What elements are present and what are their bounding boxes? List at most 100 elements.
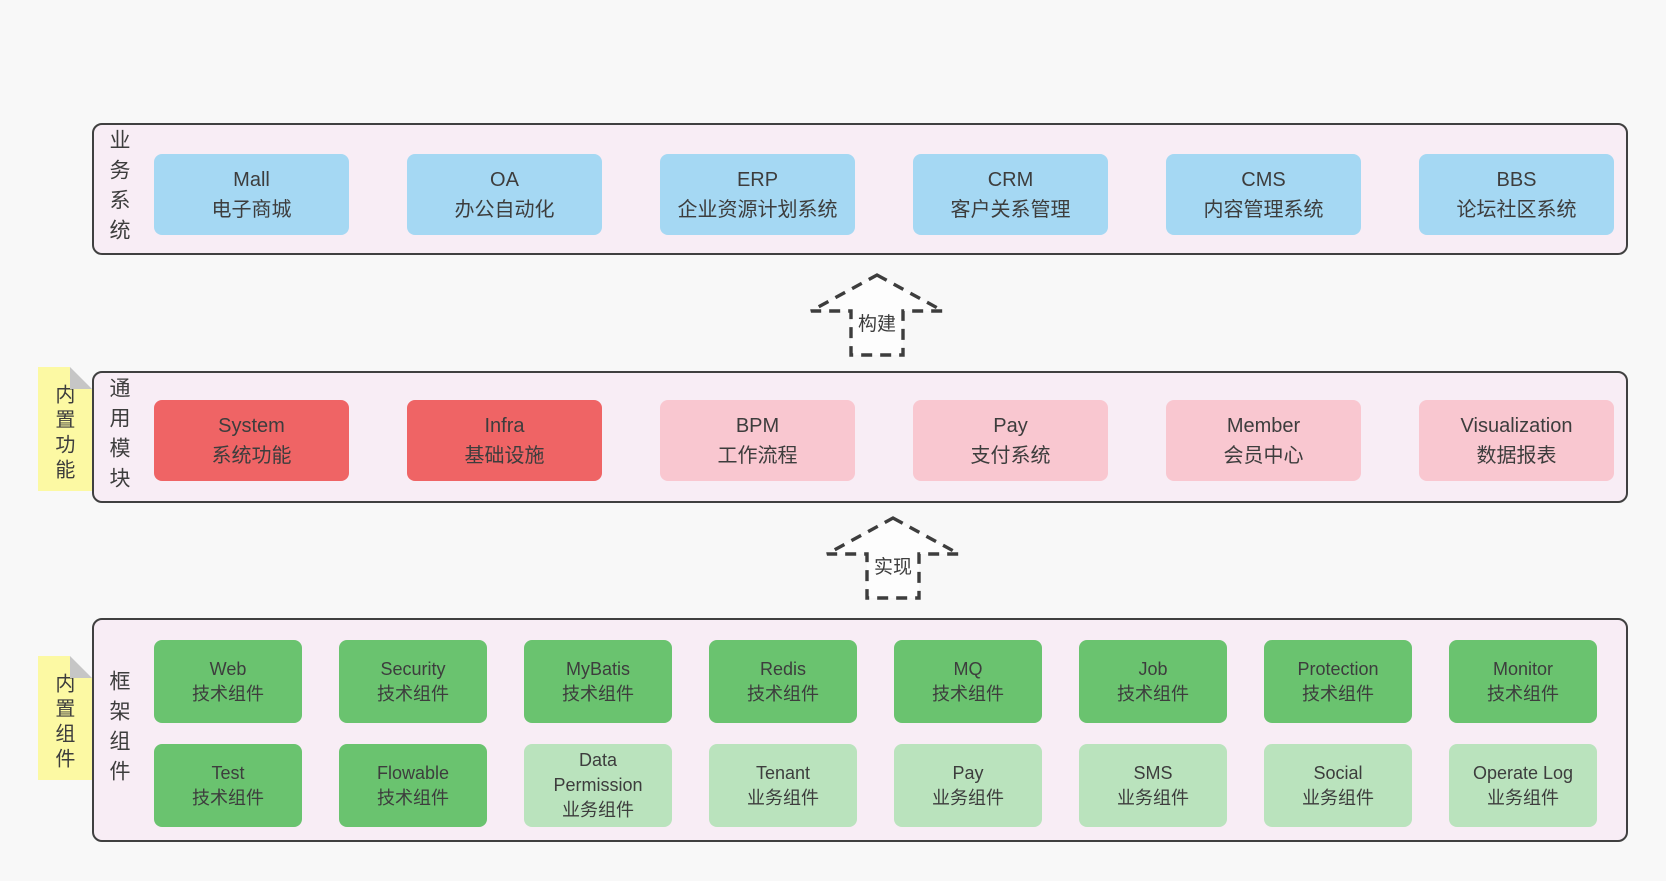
box-title: BPM: [735, 414, 780, 437]
box-subtitle: 工作流程: [717, 444, 798, 467]
box-security: Security 技术组件: [339, 640, 487, 723]
box-subtitle: 业务组件: [1487, 787, 1559, 808]
box-subtitle: 业务组件: [562, 800, 634, 820]
box-mall: Mall 电子商城: [154, 154, 349, 235]
box-bbs: BBS 论坛社区系统: [1419, 154, 1614, 235]
arrow-implement: 实现: [825, 516, 961, 600]
box-pay-business: Pay 业务组件: [894, 744, 1042, 827]
box-title: Mall: [233, 168, 270, 191]
box-subtitle: 技术组件: [562, 683, 634, 704]
box-title: Social: [1313, 762, 1363, 783]
layer-framework-components: 框架组件 Web 技术组件 Security 技术组件 MyBatis 技术组件…: [92, 618, 1628, 842]
box-bpm: BPM 工作流程: [660, 400, 855, 481]
box-system: System 系统功能: [154, 400, 349, 481]
box-title: BBS: [1496, 168, 1537, 191]
box-title: Test: [211, 762, 245, 783]
layer-label-framework-components: 框架组件: [107, 670, 130, 790]
sticky-note-label: 内置组件: [51, 672, 74, 773]
box-title: Pay: [952, 762, 984, 783]
box-social: Social 业务组件: [1264, 744, 1412, 827]
box-subtitle: 电子商城: [211, 198, 292, 221]
box-web: Web 技术组件: [154, 640, 302, 723]
sticky-note-builtin-features: 内置功能: [38, 367, 92, 491]
box-erp: ERP 企业资源计划系统: [660, 154, 855, 235]
box-title: Pay: [993, 414, 1028, 437]
box-title: Data Permission: [553, 750, 643, 795]
box-subtitle: 办公自动化: [454, 198, 555, 221]
box-subtitle: 业务组件: [1117, 787, 1189, 808]
box-subtitle: 业务组件: [747, 787, 819, 808]
box-cms: CMS 内容管理系统: [1166, 154, 1361, 235]
box-subtitle: 技术组件: [1487, 683, 1559, 704]
arrow-implement-label: 实现: [870, 556, 916, 580]
box-flowable: Flowable 技术组件: [339, 744, 487, 827]
box-title: Visualization: [1460, 414, 1573, 437]
box-title: ERP: [736, 168, 779, 191]
arrow-build-label: 构建: [854, 313, 900, 337]
box-visualization: Visualization 数据报表: [1419, 400, 1614, 481]
box-title: Flowable: [376, 762, 450, 783]
component-boxes-row-2: Test 技术组件 Flowable 技术组件 Data Permission …: [154, 744, 1597, 827]
layer-common-modules: 通用模块 System 系统功能 Infra 基础设施 BPM 工作流程 Pay…: [92, 371, 1628, 503]
box-subtitle: 系统功能: [211, 444, 292, 467]
box-subtitle: 会员中心: [1223, 444, 1304, 467]
box-subtitle: 数据报表: [1476, 444, 1557, 467]
module-boxes-row: System 系统功能 Infra 基础设施 BPM 工作流程 Pay 支付系统…: [154, 400, 1614, 481]
box-data-permission: Data Permission 业务组件: [524, 744, 672, 827]
box-title: Redis: [759, 658, 807, 679]
box-subtitle: 技术组件: [377, 683, 449, 704]
business-boxes-row: Mall 电子商城 OA 办公自动化 ERP 企业资源计划系统 CRM 客户关系…: [154, 154, 1614, 235]
box-infra: Infra 基础设施: [407, 400, 602, 481]
box-title: Web: [209, 658, 247, 679]
box-subtitle: 技术组件: [747, 683, 819, 704]
sticky-note-builtin-components: 内置组件: [38, 656, 92, 780]
box-subtitle: 业务组件: [932, 787, 1004, 808]
box-title: OA: [490, 168, 519, 191]
arrow-build: 构建: [809, 273, 945, 357]
box-subtitle: 支付系统: [970, 444, 1051, 467]
box-title: Operate Log: [1472, 762, 1574, 783]
box-subtitle: 技术组件: [192, 683, 264, 704]
box-subtitle: 论坛社区系统: [1456, 198, 1577, 221]
box-title: Infra: [484, 414, 525, 437]
box-title: Monitor: [1492, 658, 1554, 679]
box-title: Member: [1226, 414, 1301, 437]
box-subtitle: 内容管理系统: [1203, 198, 1324, 221]
box-protection: Protection 技术组件: [1264, 640, 1412, 723]
box-title: MyBatis: [565, 658, 630, 679]
box-test: Test 技术组件: [154, 744, 302, 827]
box-pay: Pay 支付系统: [913, 400, 1108, 481]
box-monitor: Monitor 技术组件: [1449, 640, 1597, 723]
box-title: Job: [1138, 658, 1168, 679]
box-subtitle: 基础设施: [464, 444, 545, 467]
box-title: CMS: [1241, 168, 1286, 191]
box-subtitle: 技术组件: [1117, 683, 1189, 704]
box-mq: MQ 技术组件: [894, 640, 1042, 723]
layer-label-business-systems: 业务系统: [107, 129, 130, 249]
box-title: MQ: [953, 658, 983, 679]
box-title: Protection: [1297, 658, 1379, 679]
box-job: Job 技术组件: [1079, 640, 1227, 723]
box-title: SMS: [1133, 762, 1173, 783]
layer-business-systems: 业务系统 Mall 电子商城 OA 办公自动化 ERP 企业资源计划系统 CRM…: [92, 123, 1628, 255]
box-title: Security: [380, 658, 446, 679]
sticky-note-label: 内置功能: [51, 383, 74, 484]
box-sms: SMS 业务组件: [1079, 744, 1227, 827]
box-title: System: [218, 414, 285, 437]
box-tenant: Tenant 业务组件: [709, 744, 857, 827]
box-crm: CRM 客户关系管理: [913, 154, 1108, 235]
box-operate-log: Operate Log 业务组件: [1449, 744, 1597, 827]
box-member: Member 会员中心: [1166, 400, 1361, 481]
box-oa: OA 办公自动化: [407, 154, 602, 235]
box-subtitle: 业务组件: [1302, 787, 1374, 808]
component-boxes-row-1: Web 技术组件 Security 技术组件 MyBatis 技术组件 Redi…: [154, 640, 1597, 723]
box-title: Tenant: [755, 762, 811, 783]
box-subtitle: 客户关系管理: [950, 198, 1071, 221]
box-subtitle: 技术组件: [192, 787, 264, 808]
box-subtitle: 企业资源计划系统: [677, 198, 838, 221]
layer-label-common-modules: 通用模块: [107, 377, 130, 497]
box-subtitle: 技术组件: [932, 683, 1004, 704]
box-subtitle: 技术组件: [377, 787, 449, 808]
box-redis: Redis 技术组件: [709, 640, 857, 723]
